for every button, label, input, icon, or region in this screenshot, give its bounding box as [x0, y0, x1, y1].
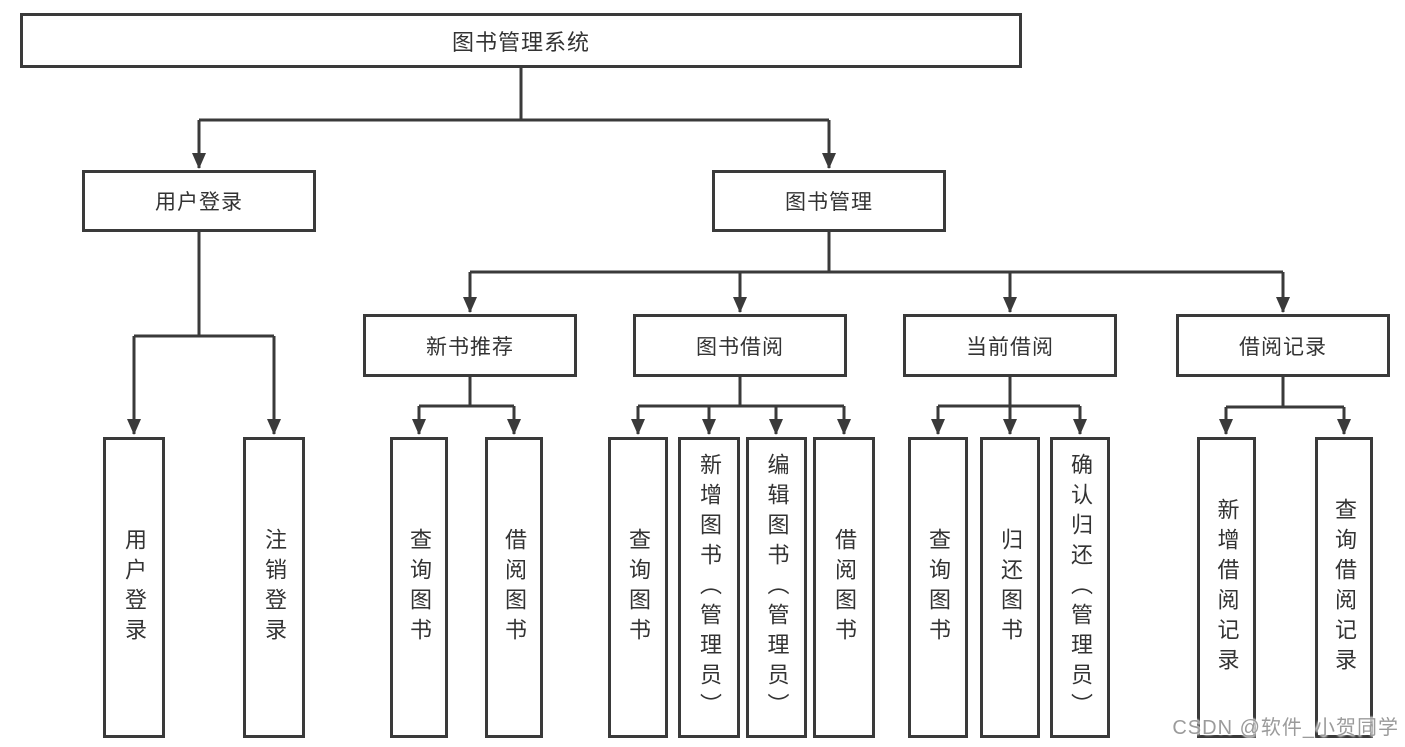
- leaf-user-login: 用户登录: [103, 437, 165, 738]
- node-root-label: 图书管理系统: [451, 29, 590, 55]
- leaf-query-borrow-record-label: 查询借阅记录: [1332, 497, 1357, 678]
- node-current-borrowing-label: 当前借阅: [966, 335, 1054, 359]
- leaf-confirm-return-admin-label: 确认归还（管理员）: [1068, 452, 1093, 723]
- node-root: 图书管理系统: [20, 13, 1022, 68]
- edges-book-borrowing: [631, 377, 851, 435]
- node-new-book-recommend: 新书推荐: [363, 314, 577, 377]
- edges-root-to-level2: [192, 68, 836, 169]
- edges-borrowing-records: [1219, 377, 1351, 435]
- leaf-edit-book-admin-label: 编辑图书（管理员）: [764, 452, 790, 723]
- edges-user-login-to-leaves: [127, 232, 281, 435]
- leaf-query-borrow-record: 查询借阅记录: [1315, 437, 1373, 738]
- node-user-login: 用户登录: [82, 170, 316, 232]
- csdn-watermark: CSDN @软件_小贺同学: [1172, 717, 1399, 739]
- node-user-login-label: 用户登录: [155, 191, 243, 214]
- leaf-query-books-recommend-label: 查询图书: [407, 527, 432, 648]
- node-book-management-label: 图书管理: [785, 191, 873, 214]
- node-current-borrowing: 当前借阅: [903, 314, 1117, 377]
- leaf-logout-label: 注销登录: [262, 527, 287, 648]
- leaf-return-books-label: 归还图书: [998, 527, 1023, 648]
- leaf-add-book-admin-label: 新增图书（管理员）: [697, 452, 722, 723]
- leaf-query-books-borrowing: 查询图书: [608, 437, 668, 738]
- leaf-confirm-return-admin: 确认归还（管理员）: [1050, 437, 1110, 738]
- edges-book-management-to-modules: [463, 232, 1290, 313]
- leaf-query-books-current: 查询图书: [908, 437, 968, 738]
- leaf-user-login-label: 用户登录: [122, 527, 147, 648]
- node-book-management: 图书管理: [712, 170, 946, 232]
- leaf-borrow-books-recommend: 借阅图书: [485, 437, 543, 738]
- node-new-book-recommend-label: 新书推荐: [426, 335, 514, 359]
- leaf-add-borrow-record: 新增借阅记录: [1197, 437, 1256, 738]
- leaf-edit-book-admin: 编辑图书（管理员）: [746, 437, 807, 738]
- leaf-borrow-books-borrowing-label: 借阅图书: [832, 527, 857, 648]
- node-book-borrowing: 图书借阅: [633, 314, 847, 377]
- edges-new-book-recommend: [412, 377, 521, 435]
- leaf-add-book-admin: 新增图书（管理员）: [678, 437, 740, 738]
- edges-current-borrowing: [931, 377, 1087, 435]
- node-borrowing-records-label: 借阅记录: [1239, 335, 1327, 359]
- leaf-borrow-books-borrowing: 借阅图书: [813, 437, 875, 738]
- node-book-borrowing-label: 图书借阅: [696, 335, 784, 359]
- leaf-query-books-borrowing-label: 查询图书: [626, 527, 651, 648]
- leaf-query-books-current-label: 查询图书: [926, 527, 951, 648]
- leaf-logout: 注销登录: [243, 437, 305, 738]
- leaf-borrow-books-recommend-label: 借阅图书: [502, 527, 527, 648]
- leaf-add-borrow-record-label: 新增借阅记录: [1214, 497, 1240, 678]
- leaf-query-books-recommend: 查询图书: [390, 437, 448, 738]
- node-borrowing-records: 借阅记录: [1176, 314, 1390, 377]
- leaf-return-books: 归还图书: [980, 437, 1040, 738]
